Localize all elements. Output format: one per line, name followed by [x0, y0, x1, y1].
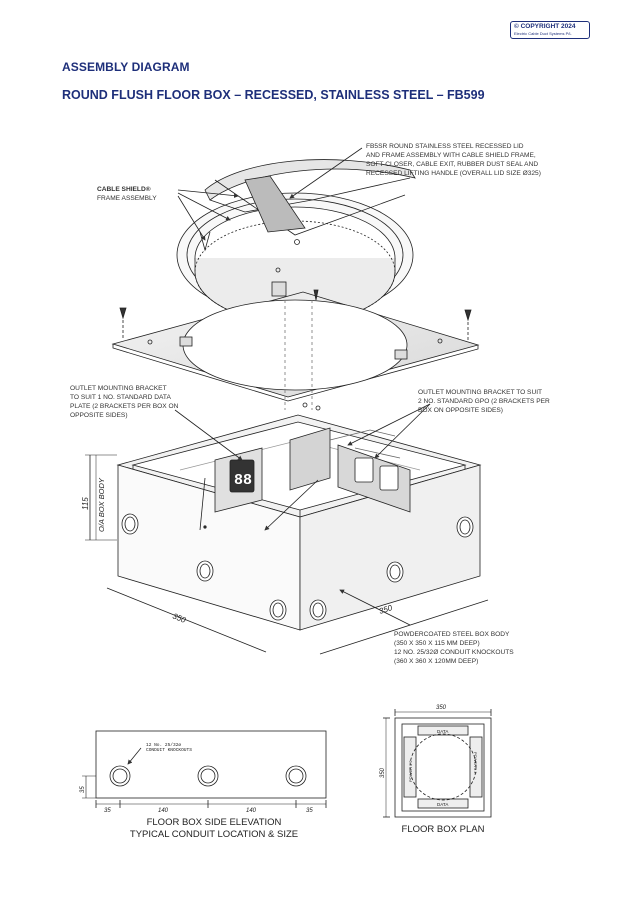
plan-caption: FLOOR BOX PLAN: [401, 824, 485, 835]
lid-callout-line: SOFT CLOSER, CABLE EXIT, RUBBER DUST SEA…: [366, 161, 539, 168]
box-body-line: 12 No. 25/32ø CONDUIT KNOCKOUTS: [394, 649, 514, 656]
elevation-dim-140b: 140: [246, 808, 257, 814]
elevation-dim-140a: 140: [158, 808, 169, 814]
plan-width-label: 350: [436, 705, 447, 711]
page-title: ROUND FLUSH FLOOR BOX – RECESSED, STAINL…: [62, 88, 485, 102]
right-width-label: 350: [378, 603, 394, 616]
side-elevation: [82, 730, 327, 808]
box-body-callout: POWDERCOATED STEEL BOX BODY (350 X 350 X…: [394, 630, 544, 666]
lid-callout-line: RECESSED LIFTING HANDLE (OVERALL LID SIZ…: [366, 170, 541, 177]
copyright-badge: © COPYRIGHT 2024 Electric Cable Duct Sys…: [510, 21, 590, 39]
mounting-plate: [111, 289, 480, 440]
knockout-note-line2: CONDUIT KNOCKOUTS: [146, 747, 192, 753]
floor-box-body: [116, 414, 482, 631]
elevation-dim-35b: 35: [306, 808, 313, 814]
elevation-caption: FLOOR BOX SIDE ELEVATION TYPICAL CONDUIT…: [100, 817, 328, 841]
left-bracket-line: PLATE (2 BRACKETS PER BOX ON: [70, 403, 179, 410]
lid-callout: FB5SR ROUND STAINLESS STEEL RECESSED LID…: [366, 142, 556, 178]
cable-shield-title: CABLE SHIELD®: [97, 186, 151, 193]
plan-power-left: POWER x 2: [408, 760, 413, 782]
lid-callout-line: AND FRAME ASSEMBLY WITH CABLE SHIELD FRA…: [366, 152, 536, 159]
box-body-line: POWDERCOATED STEEL BOX BODY: [394, 631, 510, 638]
elevation-height-label: 35: [80, 786, 86, 793]
cable-shield-sub: FRAME ASSEMBLY: [97, 195, 157, 202]
depth-dimension-label: 115: [81, 497, 90, 510]
left-width-label: 350: [171, 612, 187, 626]
plan-power-right: POWER x 2: [473, 752, 478, 774]
knockout-note-line1: 12 No. 25/32ø: [146, 742, 181, 748]
left-bracket-line: TO SUIT 1 No. STANDARD DATA: [70, 394, 171, 401]
lid-callout-line: FB5SR ROUND STAINLESS STEEL RECESSED LID: [366, 143, 524, 150]
elevation-caption-line: FLOOR BOX SIDE ELEVATION: [146, 817, 282, 828]
plan-height-label: 350: [380, 767, 386, 778]
left-bracket-line: OUTLET MOUNTING BRACKET: [70, 385, 167, 392]
left-bracket-line: OPPOSITE SIDES): [70, 412, 128, 419]
right-bracket-line: 2 No. STANDARD GPO (2 BRACKETS PER: [418, 398, 550, 405]
overall-depth-label: O/A BOX BODY: [97, 477, 106, 532]
copyright-text: © COPYRIGHT 2024: [514, 23, 576, 30]
box-body-line: (350 X 350 X 115 mm DEEP): [394, 640, 480, 647]
left-bracket-callout: OUTLET MOUNTING BRACKET TO SUIT 1 No. ST…: [70, 384, 190, 420]
plan-data-top: DATA: [437, 729, 448, 734]
floor-box-plan: [383, 709, 492, 818]
box-body-line: (360 X 360 X 120mm DEEP): [394, 658, 479, 665]
elevation-dim-35a: 35: [104, 808, 111, 814]
copyright-company: Electric Cable Duct Systems P/L: [514, 31, 572, 36]
plan-data-bottom: DATA: [437, 802, 448, 807]
right-bracket-line: OUTLET MOUNTING BRACKET TO SUIT: [418, 389, 543, 396]
right-bracket-line: BOX ON OPPOSITE SIDES): [418, 407, 504, 414]
cable-shield-callout: CABLE SHIELD® FRAME ASSEMBLY: [97, 185, 187, 203]
right-bracket-callout: OUTLET MOUNTING BRACKET TO SUIT 2 No. ST…: [418, 388, 568, 415]
elevation-caption-line: TYPICAL CONDUIT LOCATION & SIZE: [129, 829, 299, 840]
page-subtitle: ASSEMBLY DIAGRAM: [62, 60, 190, 74]
data-socket-icon: 88: [234, 472, 252, 489]
